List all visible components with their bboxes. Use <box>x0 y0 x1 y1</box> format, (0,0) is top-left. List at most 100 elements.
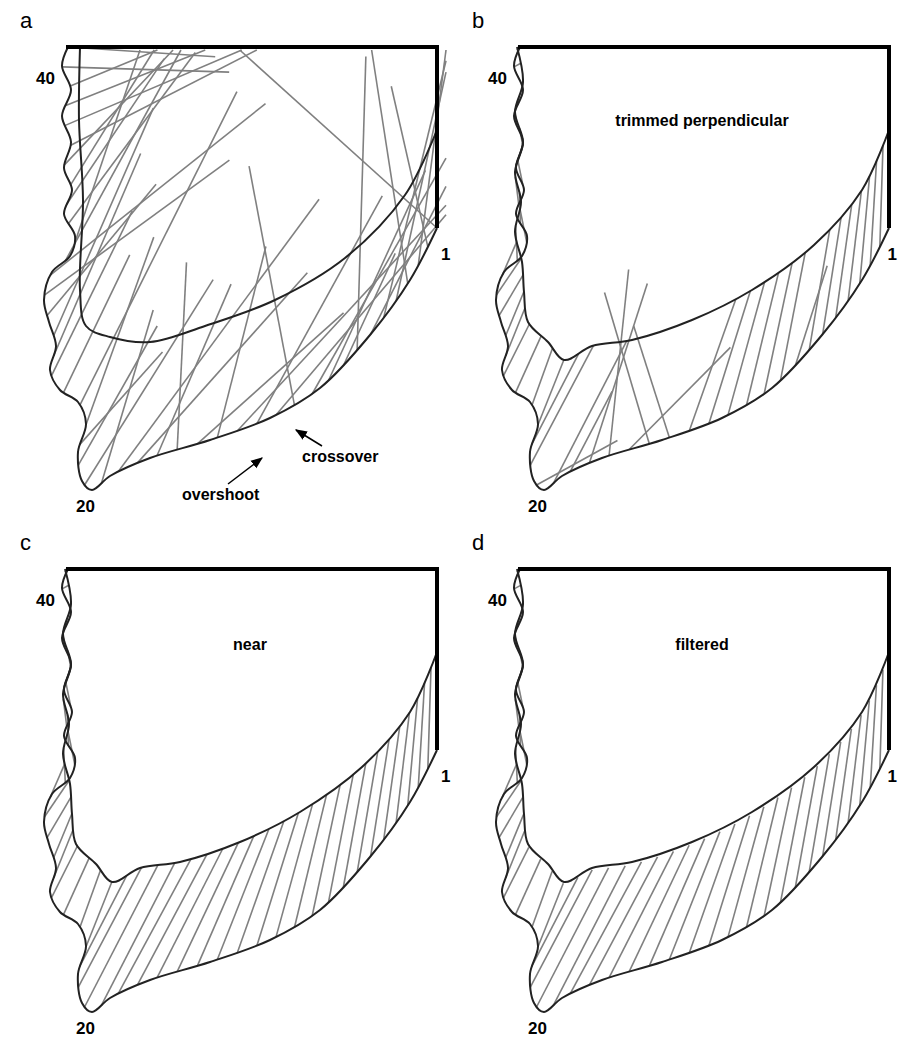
perpendicular-line <box>605 293 650 444</box>
leader-arrow <box>296 430 322 446</box>
perpendicular-line <box>62 67 229 72</box>
perpendicular-line <box>157 849 223 978</box>
perpendicular-line <box>428 668 431 769</box>
perpendicular-line <box>240 50 437 228</box>
perpendicular-line <box>177 843 238 972</box>
callout-number: 40 <box>488 592 507 609</box>
jaw-panel <box>44 569 437 1012</box>
perpendicular-line <box>63 255 129 393</box>
perpendicular-lines <box>44 569 437 1007</box>
perpendicular-line <box>67 59 165 205</box>
perpendicular-line <box>118 199 319 471</box>
perpendicular-line <box>780 253 805 381</box>
perpendicular-line <box>65 50 205 106</box>
inner-contour <box>63 569 437 882</box>
perpendicular-line <box>499 798 523 838</box>
perpendicular-line <box>589 284 647 463</box>
perpendicular-line <box>795 766 817 888</box>
panel-letter: b <box>472 10 484 32</box>
perpendicular-line <box>629 845 689 971</box>
panel-title: trimmed perpendicular <box>613 112 790 130</box>
perpendicular-line <box>880 670 883 769</box>
panel-letter: c <box>20 532 31 554</box>
perpendicular-line <box>237 205 446 431</box>
perpendicular-line <box>86 882 112 947</box>
perpendicular-line <box>870 685 876 787</box>
perpendicular-lines <box>496 569 889 1007</box>
callout-number: 40 <box>36 70 55 87</box>
perpendicular-line <box>669 832 720 960</box>
callout-number: 1 <box>888 246 897 263</box>
frame-bar <box>66 569 437 750</box>
perpendicular-line <box>51 211 132 376</box>
perpendicular-line <box>532 348 553 405</box>
perpendicular-line <box>343 253 395 366</box>
perpendicular-line <box>809 754 829 872</box>
callout-number: 20 <box>528 1020 547 1037</box>
perpendicular-line <box>328 775 353 903</box>
perpendicular-line <box>538 883 563 946</box>
outer-contour <box>44 569 437 1012</box>
perpendicular-line <box>496 258 521 295</box>
perpendicular-line <box>530 346 593 466</box>
callout-number: 20 <box>76 1020 95 1037</box>
callout-label: crossover <box>300 448 381 466</box>
perpendicular-line <box>217 246 266 437</box>
perpendicular-line <box>80 352 163 445</box>
perpendicular-line <box>496 781 520 817</box>
perpendicular-line <box>86 237 154 425</box>
perpendicular-line <box>80 870 101 927</box>
perpendicular-line <box>532 877 578 966</box>
panel-letter: d <box>472 532 484 554</box>
frame-bar <box>518 569 889 750</box>
perpendicular-line <box>634 326 670 438</box>
callout-label: overshoot <box>180 486 261 504</box>
leader-arrow <box>228 458 262 484</box>
perpendicular-line <box>312 158 446 394</box>
jaw-panel <box>496 47 889 490</box>
perpendicular-line <box>880 146 883 247</box>
perpendicular-line <box>570 391 612 471</box>
jaw-panel <box>496 569 889 1012</box>
perpendicular-line <box>537 441 618 485</box>
perpendicular-line <box>823 742 841 856</box>
perpendicular-line <box>137 273 307 463</box>
perpendicular-line <box>499 275 523 316</box>
perpendicular-line <box>71 50 257 145</box>
callout-number: 1 <box>441 768 450 785</box>
jaw-panel <box>44 47 446 490</box>
perpendicular-line <box>80 875 127 966</box>
perpendicular-line <box>54 108 154 335</box>
panel-title: near <box>231 636 269 654</box>
callout-number: 20 <box>76 498 95 515</box>
inner-contour <box>515 47 889 360</box>
perpendicular-line <box>689 824 735 953</box>
inner-contour <box>79 47 437 342</box>
perpendicular-line <box>609 270 629 456</box>
frame-bar <box>518 47 889 228</box>
perpendicular-line <box>538 360 564 425</box>
perpendicular-line <box>570 862 641 994</box>
perpendicular-line <box>75 50 140 243</box>
perpendicular-line <box>532 871 552 927</box>
callout-number: 20 <box>528 498 547 515</box>
callout-number: 40 <box>488 70 507 87</box>
perpendicular-line <box>47 797 71 838</box>
outer-contour <box>496 47 889 490</box>
perpendicular-line <box>197 313 343 444</box>
perpendicular-line <box>44 780 69 817</box>
callout-number: 40 <box>36 592 55 609</box>
perpendicular-line <box>530 870 592 987</box>
panel-title: filtered <box>673 636 730 654</box>
perpendicular-line <box>418 683 424 787</box>
inner-contour <box>515 569 889 882</box>
outer-contour <box>496 569 889 1012</box>
perpendicular-line <box>177 262 186 449</box>
perpendicular-line <box>118 859 191 993</box>
frame-bar <box>66 47 437 228</box>
perpendicular-line <box>78 326 157 465</box>
perpendicular-line <box>870 161 876 265</box>
perpendicular-line <box>65 50 242 126</box>
perpendicular-line <box>343 764 366 888</box>
